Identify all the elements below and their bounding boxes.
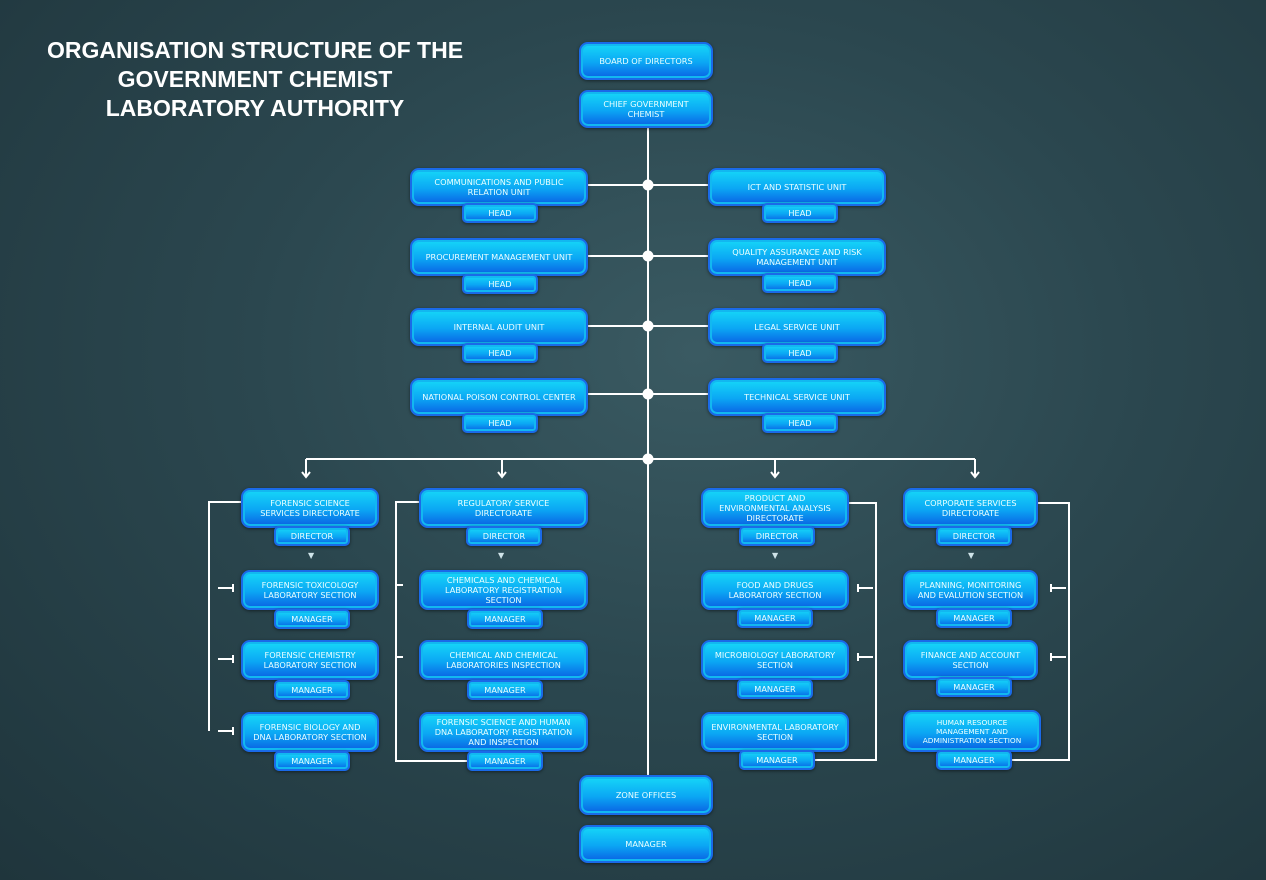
unit-role: HEAD bbox=[762, 413, 838, 433]
unit-box: INTERNAL AUDIT UNIT bbox=[410, 308, 588, 346]
section-role: MANAGER bbox=[274, 751, 350, 771]
section-role: MANAGER bbox=[936, 677, 1012, 697]
directorate-box: REGULATORY SERVICE DIRECTORATE bbox=[419, 488, 588, 528]
section-box: MICROBIOLOGY LABORATORY SECTION bbox=[701, 640, 849, 680]
section-role: MANAGER bbox=[936, 608, 1012, 628]
unit-role: HEAD bbox=[762, 343, 838, 363]
directorate-box: CORPORATE SERVICES DIRECTORATE bbox=[903, 488, 1038, 528]
unit-role: HEAD bbox=[462, 343, 538, 363]
directorate-box: FORENSIC SCIENCE SERVICES DIRECTORATE bbox=[241, 488, 379, 528]
section-box: FORENSIC SCIENCE AND HUMAN DNA LABORATOR… bbox=[419, 712, 588, 752]
unit-box: LEGAL SERVICE UNIT bbox=[708, 308, 886, 346]
unit-role: HEAD bbox=[462, 413, 538, 433]
unit-box: ICT AND STATISTIC UNIT bbox=[708, 168, 886, 206]
unit-box: NATIONAL POISON CONTROL CENTER bbox=[410, 378, 588, 416]
section-box: FOOD AND DRUGS LABORATORY SECTION bbox=[701, 570, 849, 610]
unit-role: HEAD bbox=[462, 203, 538, 223]
section-role: MANAGER bbox=[739, 750, 815, 770]
section-box: FORENSIC BIOLOGY AND DNA LABORATORY SECT… bbox=[241, 712, 379, 752]
zone-offices-box: ZONE OFFICES bbox=[579, 775, 713, 815]
unit-role: HEAD bbox=[762, 273, 838, 293]
section-role: MANAGER bbox=[737, 608, 813, 628]
directorate-box: PRODUCT AND ENVIRONMENTAL ANALYSIS DIREC… bbox=[701, 488, 849, 528]
section-box: FINANCE AND ACCOUNT SECTION bbox=[903, 640, 1038, 680]
section-role: MANAGER bbox=[467, 751, 543, 771]
section-box: CHEMICALS AND CHEMICAL LABORATORY REGIST… bbox=[419, 570, 588, 610]
board-of-directors-box: BOARD OF DIRECTORS bbox=[579, 42, 713, 80]
section-box: HUMAN RESOURCE MANAGEMENT AND ADMINISTRA… bbox=[903, 710, 1041, 752]
directorate-role: DIRECTOR bbox=[936, 526, 1012, 546]
chevron-down-icon: ▼ bbox=[772, 551, 779, 560]
section-box: CHEMICAL AND CHEMICAL LABORATORIES INSPE… bbox=[419, 640, 588, 680]
section-role: MANAGER bbox=[467, 680, 543, 700]
zone-manager-box: MANAGER bbox=[579, 825, 713, 863]
chief-government-chemist-box: CHIEF GOVERNMENT CHEMIST bbox=[579, 90, 713, 128]
section-box: ENVIRONMENTAL LABORATORY SECTION bbox=[701, 712, 849, 752]
section-box: FORENSIC TOXICOLOGY LABORATORY SECTION bbox=[241, 570, 379, 610]
section-role: MANAGER bbox=[936, 750, 1012, 770]
chevron-down-icon: ▼ bbox=[968, 551, 975, 560]
unit-box: PROCUREMENT MANAGEMENT UNIT bbox=[410, 238, 588, 276]
unit-box: TECHNICAL SERVICE UNIT bbox=[708, 378, 886, 416]
page-title: ORGANISATION STRUCTURE OF THE GOVERNMENT… bbox=[46, 37, 464, 121]
section-role: MANAGER bbox=[274, 680, 350, 700]
directorate-role: DIRECTOR bbox=[466, 526, 542, 546]
unit-box: QUALITY ASSURANCE AND RISK MANAGEMENT UN… bbox=[708, 238, 886, 276]
section-role: MANAGER bbox=[467, 609, 543, 629]
directorate-role: DIRECTOR bbox=[274, 526, 350, 546]
chevron-down-icon: ▼ bbox=[308, 551, 315, 560]
unit-role: HEAD bbox=[762, 203, 838, 223]
unit-box: COMMUNICATIONS AND PUBLIC RELATION UNIT bbox=[410, 168, 588, 206]
section-box: PLANNING, MONITORING AND EVALUTION SECTI… bbox=[903, 570, 1038, 610]
unit-role: HEAD bbox=[462, 274, 538, 294]
section-box: FORENSIC CHEMISTRY LABORATORY SECTION bbox=[241, 640, 379, 680]
directorate-role: DIRECTOR bbox=[739, 526, 815, 546]
section-role: MANAGER bbox=[274, 609, 350, 629]
section-role: MANAGER bbox=[737, 679, 813, 699]
chevron-down-icon: ▼ bbox=[498, 551, 505, 560]
